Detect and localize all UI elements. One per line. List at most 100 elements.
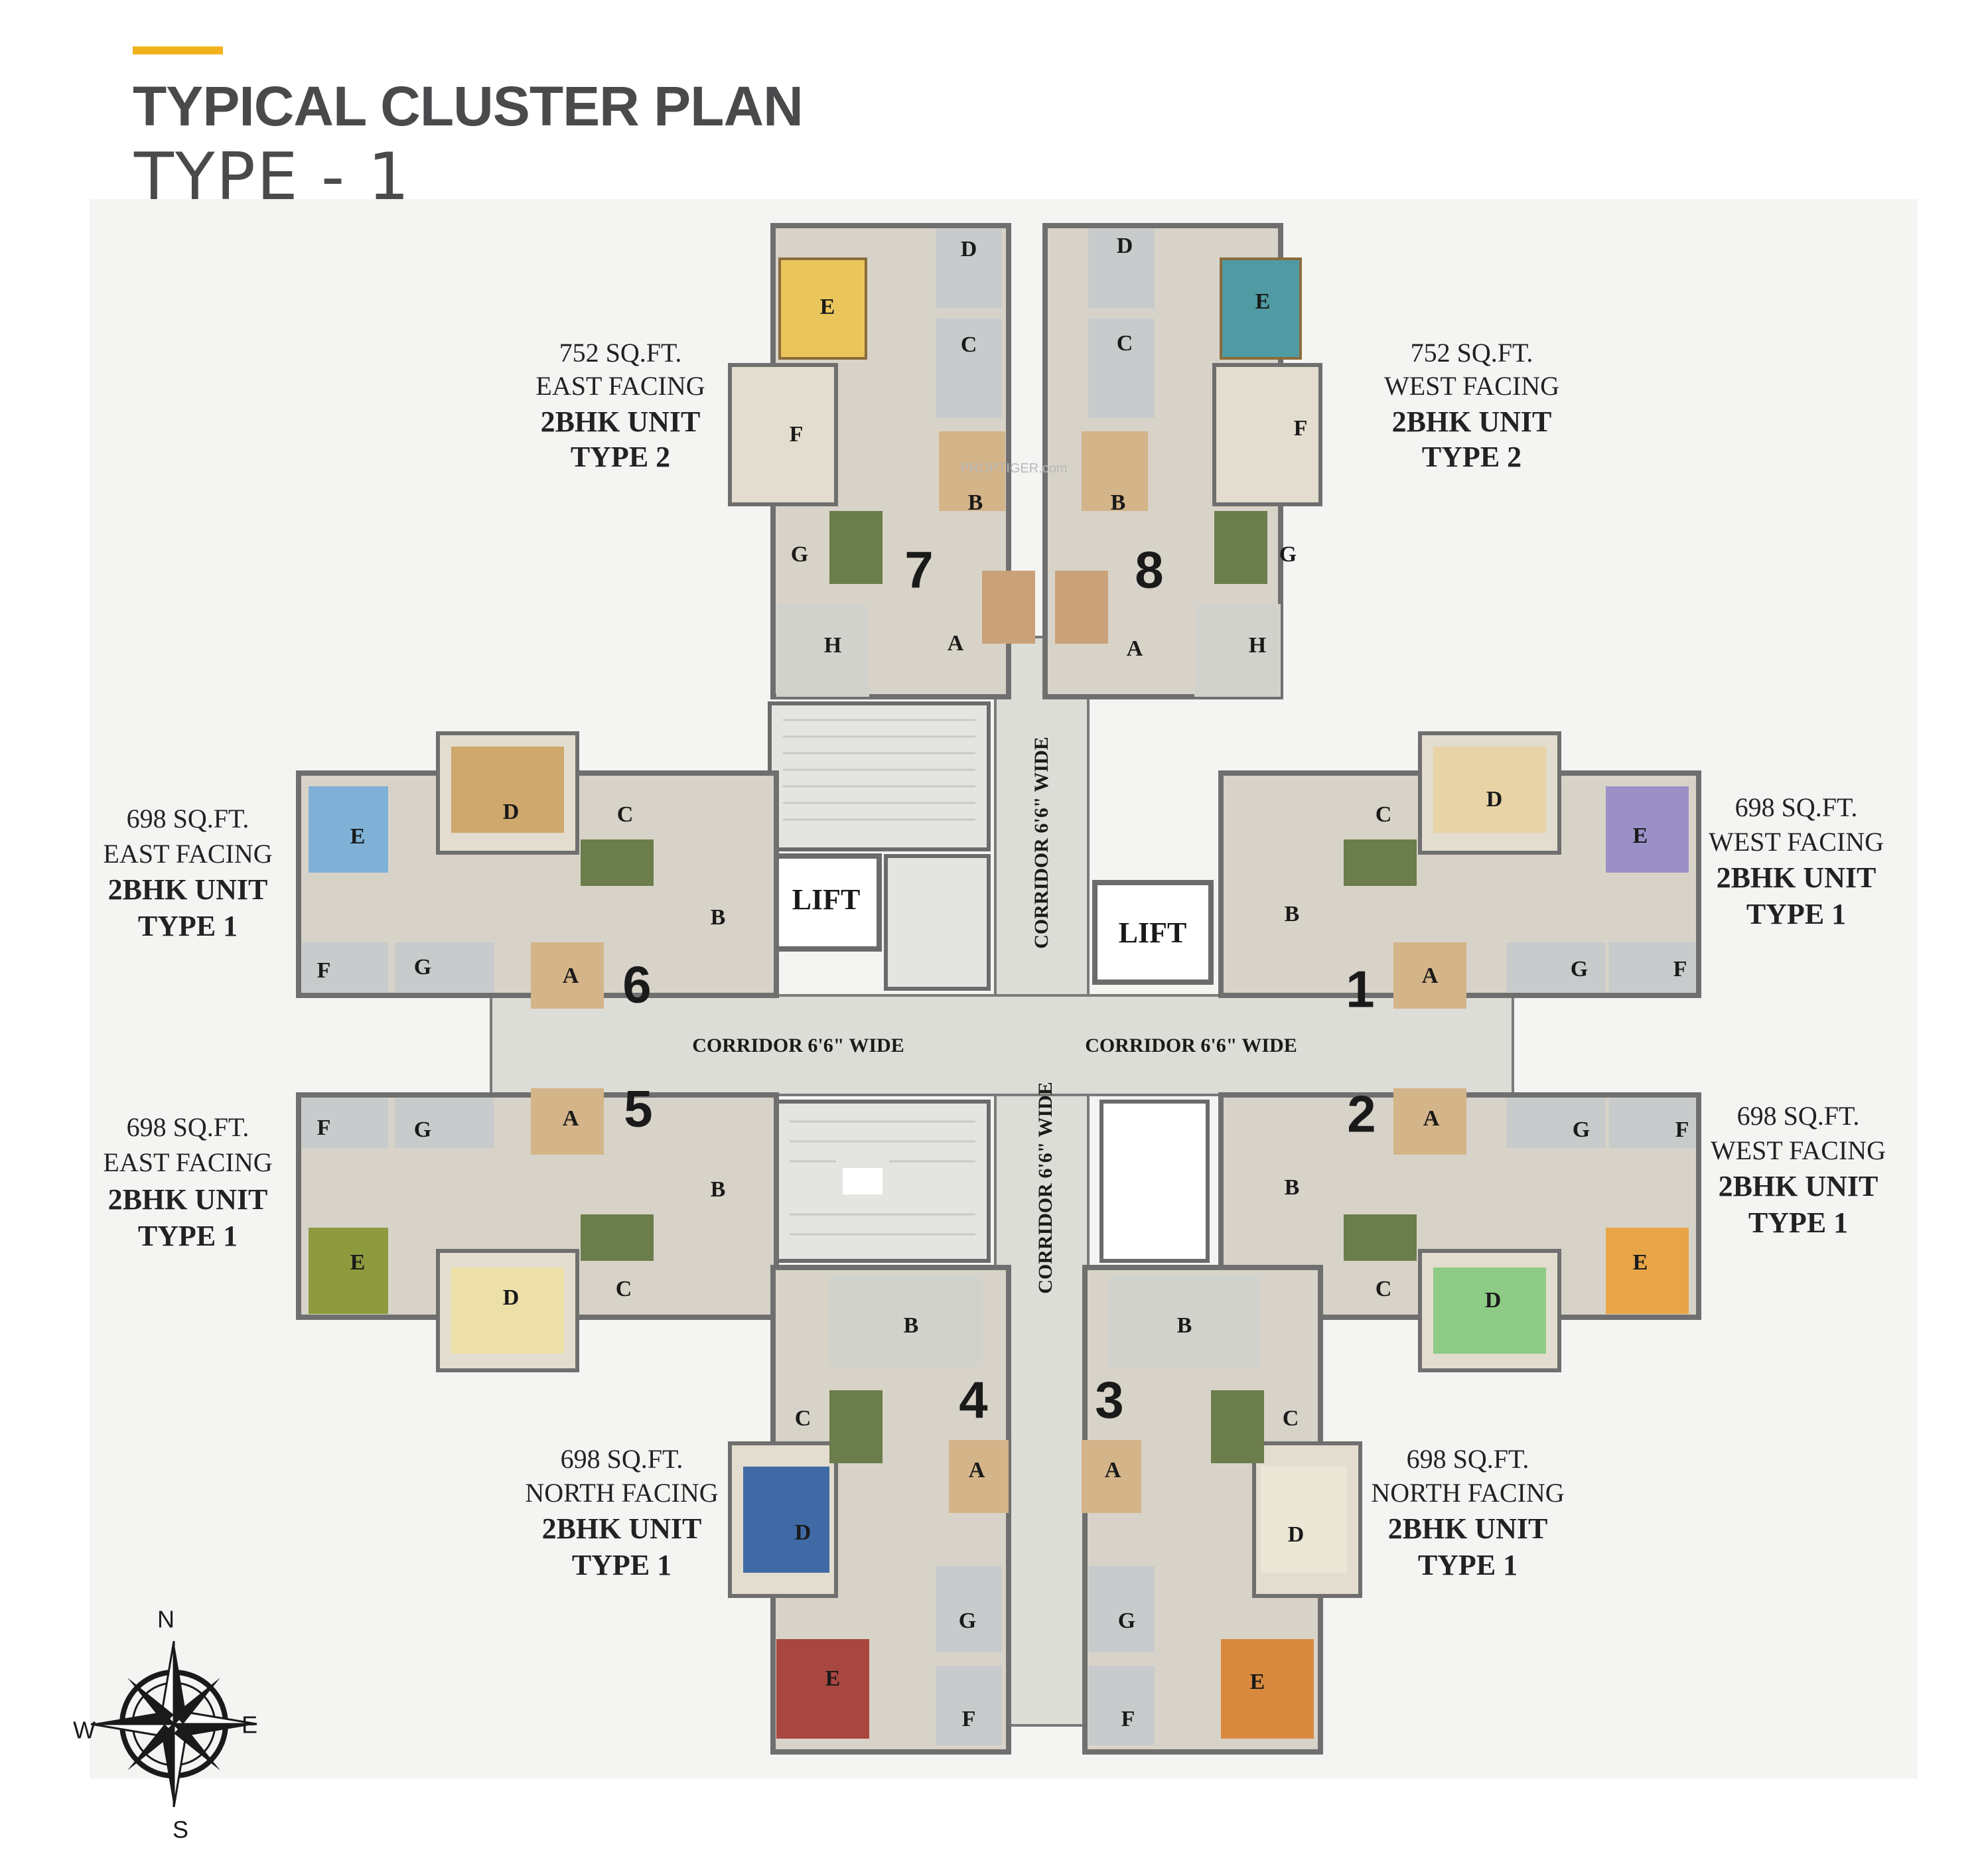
unit-8-bedroom-f	[1212, 363, 1322, 506]
unit-4-bed-d	[743, 1467, 829, 1573]
unit-6-bath-g	[395, 942, 494, 992]
unit-3: B C A D G E F 3 698 SQ.FT. NORTH FACING …	[1082, 1265, 1565, 1755]
unit-5-bed-d	[451, 1267, 564, 1354]
unit-3-bath-f	[1088, 1666, 1155, 1745]
unit-8-bhk: 2BHK UNIT	[1392, 405, 1552, 438]
corridor-label-east: CORRIDOR 6'6" WIDE	[1085, 1035, 1297, 1056]
lobby-west	[884, 854, 991, 991]
unit-7-room-labels: E D C F B G H A	[790, 237, 983, 658]
unit-6-bed-d	[451, 747, 564, 833]
compass-south-point	[162, 1724, 174, 1807]
unit-7-bath-c	[936, 319, 1002, 418]
unit-6-balcony-c	[581, 839, 654, 886]
title-accent-bar	[133, 46, 223, 54]
unit-7-dining	[982, 571, 1035, 644]
unit-8-bath-d	[1088, 229, 1155, 309]
unit-6-room-c-label: C	[617, 802, 634, 827]
unit-5-room-f-label: F	[317, 1116, 331, 1140]
unit-6-room-a-label: A	[563, 964, 579, 988]
unit-7-room-c-label: C	[961, 332, 977, 357]
unit-7-area: 752 SQ.FT.	[559, 338, 682, 368]
unit-7-room-g-label: G	[791, 542, 808, 567]
unit-4-kitchen-b	[829, 1274, 982, 1367]
unit-6-room-g-label: G	[414, 955, 431, 979]
compass-s-label: S	[173, 1816, 188, 1843]
unit-7-type: TYPE 2	[571, 441, 670, 473]
unit-2-caption: 698 SQ.FT. WEST FACING 2BHK UNIT TYPE 1	[1711, 1101, 1886, 1239]
unit-4-caption: 698 SQ.FT. NORTH FACING 2BHK UNIT TYPE 1	[525, 1444, 718, 1581]
unit-5-caption: 698 SQ.FT. EAST FACING 2BHK UNIT TYPE 1	[103, 1112, 272, 1252]
lift-east-label: LIFT	[1119, 916, 1187, 949]
unit-3-bhk: 2BHK UNIT	[1388, 1512, 1548, 1545]
unit-2-room-c-label: C	[1376, 1277, 1392, 1301]
unit-5-bed-e	[309, 1228, 388, 1314]
unit-3-facing: NORTH FACING	[1371, 1478, 1564, 1508]
unit-2-sofa-a	[1393, 1088, 1466, 1155]
unit-4-room-e-label: E	[825, 1666, 841, 1691]
unit-4-room-f-label: F	[962, 1707, 976, 1731]
unit-1-balcony-c	[1344, 839, 1417, 886]
unit-3-room-f-label: F	[1121, 1707, 1135, 1731]
unit-8-room-e-label: E	[1255, 289, 1271, 314]
unit-5-room-b-label: B	[711, 1177, 726, 1202]
unit-1-caption: 698 SQ.FT. WEST FACING 2BHK UNIT TYPE 1	[1709, 792, 1884, 930]
unit-8-room-b-label: B	[1111, 490, 1126, 515]
unit-1: D E C B F G A 1 698 SQ.FT. WEST FACING 2…	[1218, 731, 1884, 1019]
unit-8-caption: 752 SQ.FT. WEST FACING 2BHK UNIT TYPE 2	[1384, 338, 1559, 473]
unit-8-kitchen-h	[1194, 604, 1281, 697]
unit-7-room-f-label: F	[790, 422, 804, 447]
unit-3-caption: 698 SQ.FT. NORTH FACING 2BHK UNIT TYPE 1	[1371, 1444, 1564, 1581]
compass-w-label: W	[73, 1717, 96, 1744]
corridor-label-west: CORRIDOR 6'6" WIDE	[692, 1035, 904, 1056]
unit-5-room-e-label: E	[350, 1250, 366, 1275]
unit-5: F G A B E D C 5 698 SQ.FT. EAST FACING 2…	[103, 1080, 779, 1372]
compass-east-point	[174, 1724, 257, 1736]
corridor-label-north: CORRIDOR 6'6" WIDE	[1030, 737, 1052, 948]
unit-1-bath-f	[1609, 942, 1695, 992]
watermark: PROPTIGER.com	[960, 461, 1067, 476]
corridor-label-south: CORRIDOR 6'6" WIDE	[1034, 1082, 1056, 1293]
unit-3-room-e-label: E	[1250, 1670, 1265, 1694]
unit-6-room-d-label: D	[503, 800, 520, 824]
unit-3-sofa-a	[1082, 1440, 1141, 1513]
unit-5-number: 5	[624, 1080, 652, 1138]
unit-7: E D C F B G H A 7 752 SQ.FT. EAST FACING…	[535, 223, 1035, 699]
unit-2-room-b-label: B	[1285, 1175, 1300, 1200]
unit-2-room-a-label: A	[1423, 1106, 1440, 1131]
unit-4-type: TYPE 1	[572, 1549, 672, 1581]
unit-1-room-a-label: A	[1422, 964, 1439, 988]
unit-5-type: TYPE 1	[138, 1220, 238, 1252]
unit-1-room-e-label: E	[1633, 824, 1648, 848]
unit-7-sofa-b	[939, 431, 1005, 511]
unit-4-bed-e	[776, 1639, 869, 1739]
unit-1-room-d-label: D	[1486, 787, 1503, 812]
unit-8-room-d-label: D	[1117, 234, 1133, 258]
unit-3-bath-g	[1088, 1566, 1155, 1652]
unit-6-room-labels: D E C B F G A	[317, 800, 726, 988]
unit-6-room-b-label: B	[711, 905, 726, 930]
unit-7-facing: EAST FACING	[535, 371, 705, 401]
unit-1-room-labels: D E C B F G A	[1285, 787, 1687, 988]
unit-8-area: 752 SQ.FT.	[1411, 338, 1533, 368]
unit-5-sofa-a	[531, 1088, 604, 1155]
unit-8-room-a-label: A	[1127, 636, 1143, 661]
stair-south-well	[843, 1168, 883, 1194]
unit-2-bhk: 2BHK UNIT	[1719, 1170, 1878, 1202]
unit-4-number: 4	[959, 1371, 987, 1429]
unit-4-bath-f	[936, 1666, 1002, 1745]
unit-8-dining	[1055, 571, 1108, 644]
unit-8-number: 8	[1135, 541, 1163, 599]
unit-7-room-h-label: H	[824, 633, 841, 658]
unit-3-room-c-label: C	[1283, 1406, 1299, 1431]
unit-3-room-a-label: A	[1105, 1458, 1121, 1482]
unit-5-room-g-label: G	[414, 1118, 431, 1142]
lift-east-shaft	[1092, 880, 1214, 985]
unit-3-area: 698 SQ.FT.	[1407, 1444, 1529, 1474]
unit-4: B C A D G E F 4 698 SQ.FT. NORTH FACING …	[525, 1265, 1011, 1755]
unit-1-room-f-label: F	[1673, 957, 1687, 981]
unit-7-room-a-label: A	[948, 631, 964, 656]
unit-1-room-c-label: C	[1376, 802, 1392, 827]
unit-5-room-a-label: A	[563, 1106, 579, 1131]
unit-8-type: TYPE 2	[1422, 441, 1522, 473]
